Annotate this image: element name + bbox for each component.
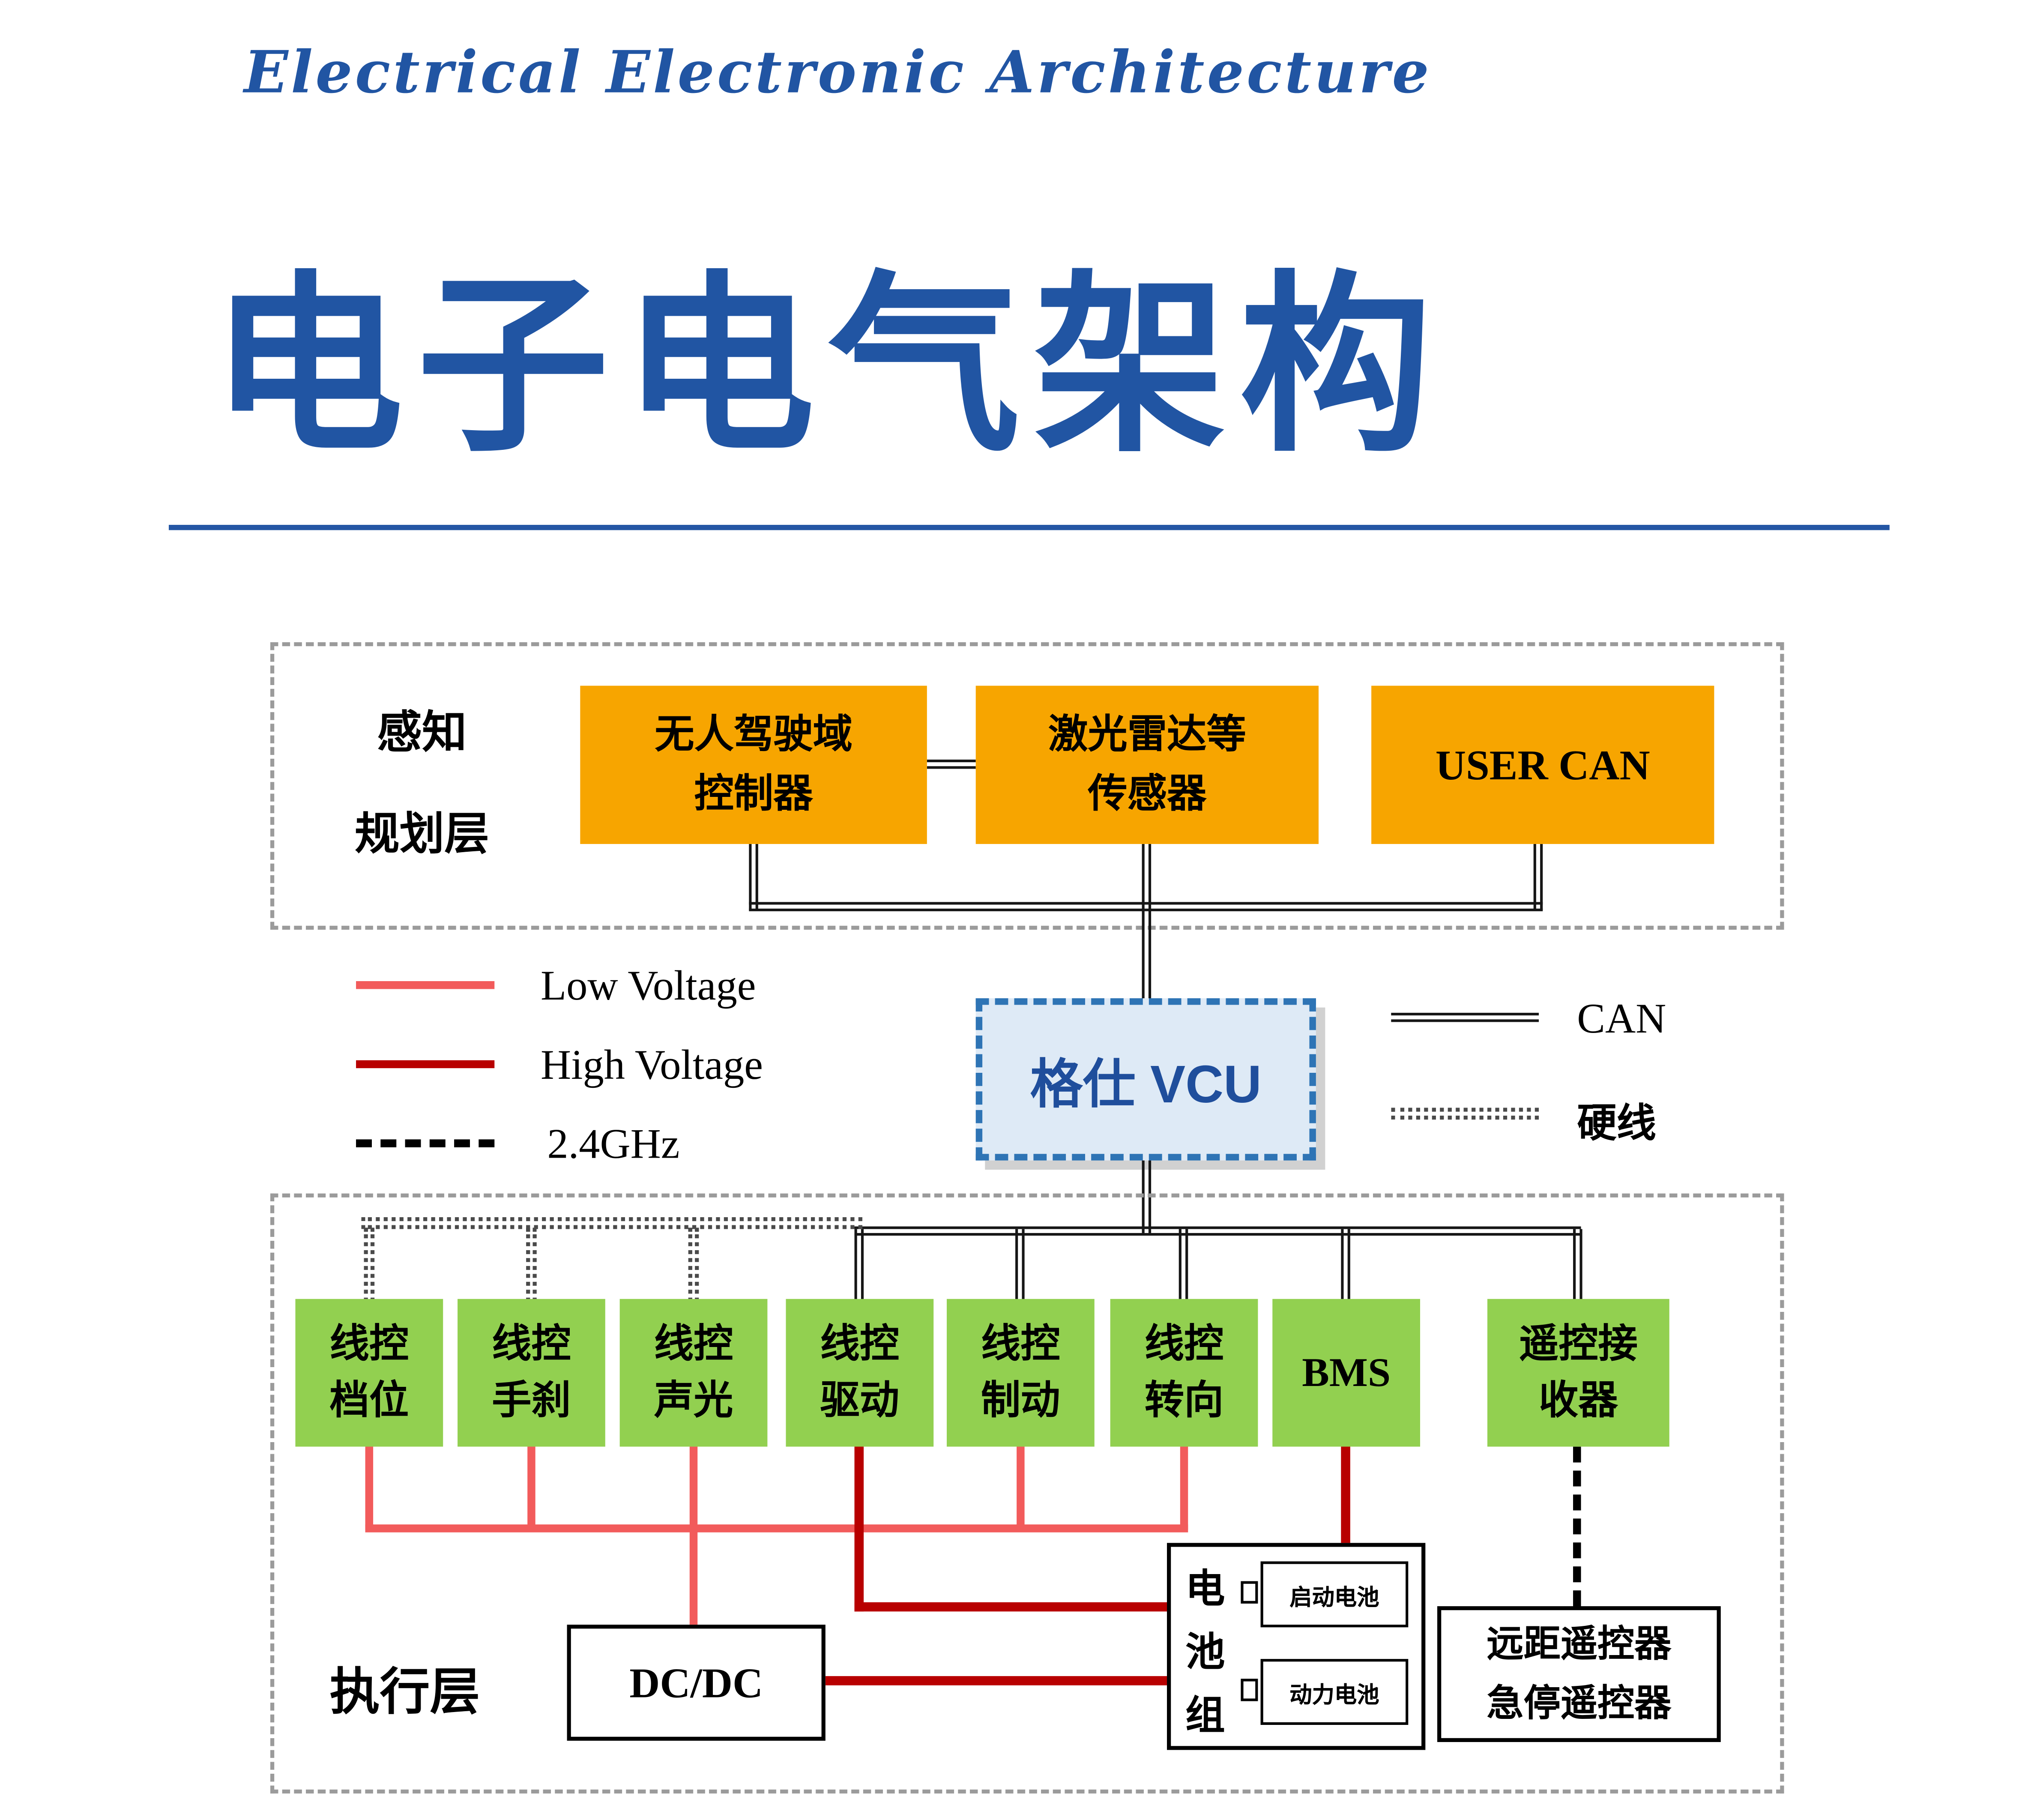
box-wire-steering-line2: 转向 xyxy=(1144,1379,1224,1423)
box-wire-handbrake-line1: 线控 xyxy=(492,1322,571,1366)
legend-24ghz-label: 2.4GHz xyxy=(547,1120,680,1167)
cell-starter-battery: 启动电池 xyxy=(1260,1561,1409,1628)
can-drop-usercan xyxy=(1533,844,1543,910)
box-wire-gear-line1: 线控 xyxy=(329,1322,409,1366)
page-title: 电子电气架构 xyxy=(211,254,1445,479)
box-wire-gear: 线控 档位 xyxy=(295,1299,443,1447)
box-wire-gear-line2: 档位 xyxy=(329,1379,409,1423)
box-bms-label: BMS xyxy=(1302,1348,1391,1395)
hv-bms-to-battery xyxy=(1341,1444,1350,1546)
cell-power-battery: 动力电池 xyxy=(1260,1659,1409,1725)
box-user-can-label: USER CAN xyxy=(1435,741,1650,789)
box-wire-brake-line1: 线控 xyxy=(981,1322,1060,1366)
perception-layer-frame xyxy=(270,642,1784,930)
box-lidar-sensors: 激光雷达等 传感器 xyxy=(975,685,1319,844)
hardwire-drop-gear xyxy=(364,1227,375,1302)
can-drop-remote-receiver xyxy=(1573,1229,1582,1302)
lv-drop-handbrake xyxy=(527,1444,535,1530)
box-remote-receiver-line1: 遥控接 xyxy=(1519,1322,1638,1366)
box-wire-drive: 线控 驱动 xyxy=(786,1299,934,1447)
box-autonomous-domain-controller: 无人驾驶域 控制器 xyxy=(580,685,927,844)
legend-hardwire-label: 硬线 xyxy=(1577,1102,1656,1146)
box-lidar-line2: 传感器 xyxy=(1088,772,1207,817)
box-bms: BMS xyxy=(1272,1299,1421,1447)
can-drop-brake xyxy=(1015,1229,1025,1302)
remote-line1: 远距遥控器 xyxy=(1487,1623,1672,1664)
legend-24ghz-line xyxy=(356,1139,495,1147)
hv-drop-drive xyxy=(854,1444,864,1612)
cell-power-battery-label: 动力电池 xyxy=(1289,1682,1379,1707)
dcdc-label: DC/DC xyxy=(629,1658,763,1706)
can-link-controller-lidar xyxy=(927,759,976,769)
legend-high-voltage-line xyxy=(356,1060,495,1069)
box-wire-lights-line2: 声光 xyxy=(654,1379,733,1423)
box-wire-handbrake: 线控 手刹 xyxy=(458,1299,605,1447)
execution-layer-label: 执行层 xyxy=(329,1665,480,1721)
box-wire-drive-line1: 线控 xyxy=(820,1322,900,1366)
legend-low-voltage-line xyxy=(356,981,495,989)
box-wire-lights-line1: 线控 xyxy=(654,1322,733,1366)
perception-layer-label-line2: 规划层 xyxy=(354,809,489,860)
box-user-can: USER CAN xyxy=(1371,685,1714,844)
lv-to-dcdc xyxy=(689,1524,698,1625)
box-remote-controllers: 远距遥控器 急停遥控器 xyxy=(1437,1606,1721,1742)
hv-dcdc-to-battery xyxy=(825,1676,1167,1685)
hardwire-drop-lights xyxy=(688,1227,699,1302)
box-dcdc: DC/DC xyxy=(567,1625,826,1741)
title-divider-line xyxy=(168,525,1890,530)
box-remote-receiver: 遥控接 收器 xyxy=(1487,1299,1669,1447)
legend-high-voltage-label: High Voltage xyxy=(540,1040,763,1088)
box-wire-steering: 线控 转向 xyxy=(1110,1299,1258,1447)
box-remote-receiver-line2: 收器 xyxy=(1539,1379,1618,1423)
can-bus-top xyxy=(749,902,1543,911)
box-wire-steering-line1: 线控 xyxy=(1144,1322,1224,1366)
lv-bus xyxy=(365,1524,1188,1533)
execution-layer-frame xyxy=(270,1193,1784,1794)
vcu-label: 格仕 VCU xyxy=(1030,1055,1262,1114)
battery-port-power xyxy=(1241,1679,1258,1701)
remote-line2: 急停遥控器 xyxy=(1487,1682,1672,1723)
box-wire-brake-line2: 制动 xyxy=(981,1379,1060,1423)
box-wire-handbrake-line2: 手刹 xyxy=(492,1379,571,1423)
battery-port-starter xyxy=(1241,1581,1258,1604)
lv-drop-gear xyxy=(365,1444,374,1530)
can-drop-bms xyxy=(1341,1229,1350,1302)
lv-drop-brake xyxy=(1017,1444,1025,1530)
legend-low-voltage-label: Low Voltage xyxy=(540,961,756,1009)
perception-layer-label-line1: 感知 xyxy=(377,708,467,758)
box-autonomous-line1: 无人驾驶域 xyxy=(655,713,852,757)
battery-pack-label: 电池组 xyxy=(1185,1568,1225,1738)
vcu-box: 格仕 VCU xyxy=(975,998,1316,1161)
box-autonomous-line2: 控制器 xyxy=(694,772,813,817)
box-wire-lights: 线控 声光 xyxy=(619,1299,768,1447)
lv-drop-steering xyxy=(1180,1444,1188,1530)
can-drop-steering xyxy=(1179,1229,1188,1302)
can-drop-controller xyxy=(749,844,758,910)
box-lidar-line1: 激光雷达等 xyxy=(1048,713,1246,757)
box-wire-drive-line2: 驱动 xyxy=(820,1379,900,1423)
hv-drive-to-battery xyxy=(854,1602,1167,1612)
hardwire-drop-handbrake xyxy=(526,1227,537,1302)
cell-starter-battery-label: 启动电池 xyxy=(1289,1584,1379,1610)
can-bus-execution xyxy=(854,1226,1581,1236)
24ghz-link-remote xyxy=(1573,1446,1581,1607)
hardwire-bus xyxy=(361,1217,863,1229)
english-script-title: Electrical Electronic Architecture xyxy=(244,39,1432,107)
legend-can-line xyxy=(1391,1012,1539,1022)
lv-drop-lights xyxy=(689,1444,698,1530)
box-wire-brake: 线控 制动 xyxy=(947,1299,1095,1447)
can-trunk-to-vcu xyxy=(1142,844,1152,999)
legend-can-label: CAN xyxy=(1577,994,1666,1042)
legend-hardwire-line xyxy=(1391,1108,1539,1120)
can-drop-drive xyxy=(854,1229,864,1302)
